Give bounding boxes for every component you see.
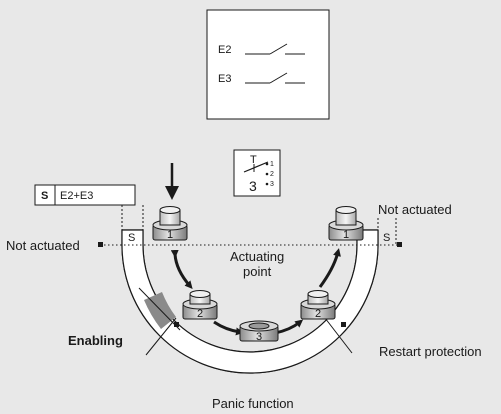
symbol-pos-2: 2 [270, 171, 274, 178]
button-position-2-left: 2 [182, 290, 218, 320]
s-legend-value: E2+E3 [60, 190, 93, 202]
not-actuated-right-tick [397, 242, 402, 247]
s-marker-right: S [383, 232, 390, 244]
label-not-actuated-right: Not actuated [378, 202, 452, 217]
s-legend: S E2+E3 [34, 184, 136, 206]
restart-tick [341, 322, 346, 327]
not-actuated-left-tick [98, 242, 103, 247]
contact-label-e2: E2 [218, 44, 231, 56]
label-enabling: Enabling [68, 333, 123, 348]
button-label: 2 [315, 308, 321, 320]
contact-box: E2 E3 [206, 9, 330, 120]
contact-e2-icon [245, 43, 305, 55]
contact-label-e3: E3 [218, 73, 231, 85]
press-arrow-icon [165, 163, 179, 200]
label-panic-function: Panic function [212, 396, 294, 411]
arc-ticks [138, 287, 353, 356]
contact-e3-icon [245, 72, 305, 84]
s-legend-key: S [41, 190, 48, 202]
motion-arrows [170, 248, 341, 336]
button-label: 2 [197, 308, 203, 320]
button-label: 1 [167, 229, 173, 241]
symbol-top-label: T [250, 154, 257, 166]
button-label: 3 [256, 331, 262, 343]
label-actuating: Actuating [230, 249, 284, 264]
three-position-symbol: T 3 1 2 3 [233, 149, 281, 197]
track-band [121, 229, 379, 374]
button-label: 1 [343, 229, 349, 241]
label-not-actuated-left: Not actuated [6, 238, 80, 253]
s-connector-right [377, 218, 397, 245]
symbol-number: 3 [249, 178, 257, 194]
s-marker-left: S [128, 232, 135, 244]
button-position-1-right: 1 [328, 206, 364, 241]
button-position-1-left: 1 [152, 206, 188, 241]
s-connector-left [121, 205, 144, 230]
symbol-pos-1: 1 [270, 161, 274, 168]
label-point: point [243, 264, 272, 279]
label-restart-protection: Restart protection [379, 344, 482, 359]
enabling-tick [174, 322, 179, 327]
symbol-pos-3: 3 [270, 181, 274, 188]
button-position-2-right: 2 [300, 290, 336, 320]
button-position-3: 3 [239, 320, 279, 343]
